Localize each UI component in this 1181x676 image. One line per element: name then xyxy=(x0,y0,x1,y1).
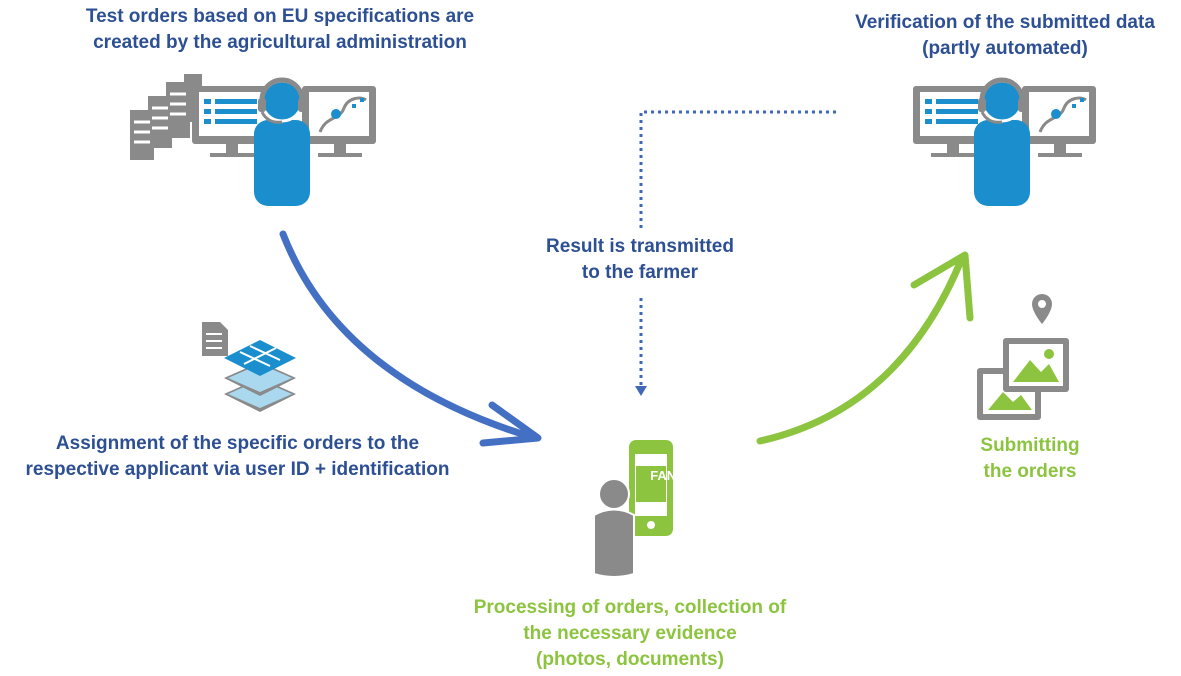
smartphone-icon xyxy=(629,440,673,536)
submitting-orders-label: Submitting the orders xyxy=(980,435,1080,482)
result-transmitted-label: Result is transmitted to the farmer xyxy=(546,236,734,283)
documents-icon xyxy=(202,322,228,356)
monitor-icon xyxy=(1022,86,1096,157)
dotted-arrowhead xyxy=(635,386,647,396)
operator-headset-icon xyxy=(974,77,1030,206)
fani-app-label: FANi xyxy=(650,468,680,483)
verification-label: Verification of the submitted data (part… xyxy=(855,12,1155,59)
monitor-icon xyxy=(302,86,376,157)
green-arrow xyxy=(756,251,974,445)
processing-orders-label: Processing of orders, collection of the … xyxy=(473,597,787,670)
documents-icon xyxy=(130,74,202,160)
map-layers-icon xyxy=(224,340,296,412)
assignment-label: Assignment of the specific orders to the… xyxy=(25,433,450,480)
operator-headset-icon xyxy=(254,77,310,206)
monitor-icon xyxy=(192,86,274,157)
dotted-feedback-line xyxy=(639,110,836,386)
photo-gallery-icon xyxy=(977,338,1069,420)
person-icon xyxy=(593,478,635,578)
location-pin-icon xyxy=(1032,294,1052,324)
blue-arrow xyxy=(279,230,542,447)
test-orders-label: Test orders based on EU specifications a… xyxy=(85,6,475,53)
